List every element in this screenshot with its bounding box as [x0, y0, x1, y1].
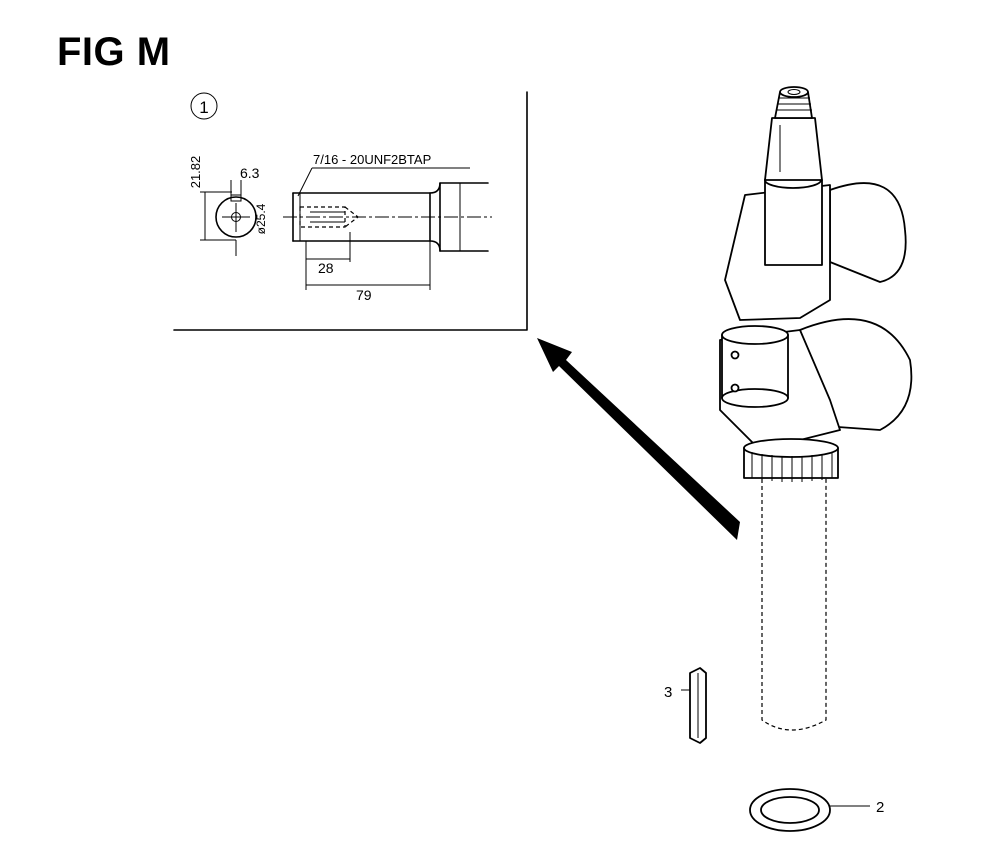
figure-title: FIG M [57, 30, 171, 74]
dim-tap-depth-label: 28 [318, 260, 334, 276]
part-seal [749, 788, 870, 832]
dim-total-length-label: 79 [356, 287, 372, 303]
detail-inset: 1 21.82 6.3 [173, 91, 528, 331]
thread-spec-label: 7/16 - 20UNF2BTAP [313, 152, 431, 167]
inset-frame [173, 91, 528, 331]
part-key [681, 667, 707, 744]
side-view [283, 167, 492, 290]
dim-keyway-label: 6.3 [240, 165, 260, 181]
callout-circle [190, 92, 218, 120]
dim-diameter-label: ø25.4 [254, 203, 268, 234]
dim-height-label: 21.82 [188, 156, 203, 189]
part-2-number: 2 [876, 799, 884, 816]
arrow-icon [537, 338, 740, 540]
crankshaft-illustration [719, 86, 913, 731]
part-3-number: 3 [664, 684, 672, 701]
end-view [200, 180, 257, 256]
callout-number: 1 [199, 98, 208, 117]
